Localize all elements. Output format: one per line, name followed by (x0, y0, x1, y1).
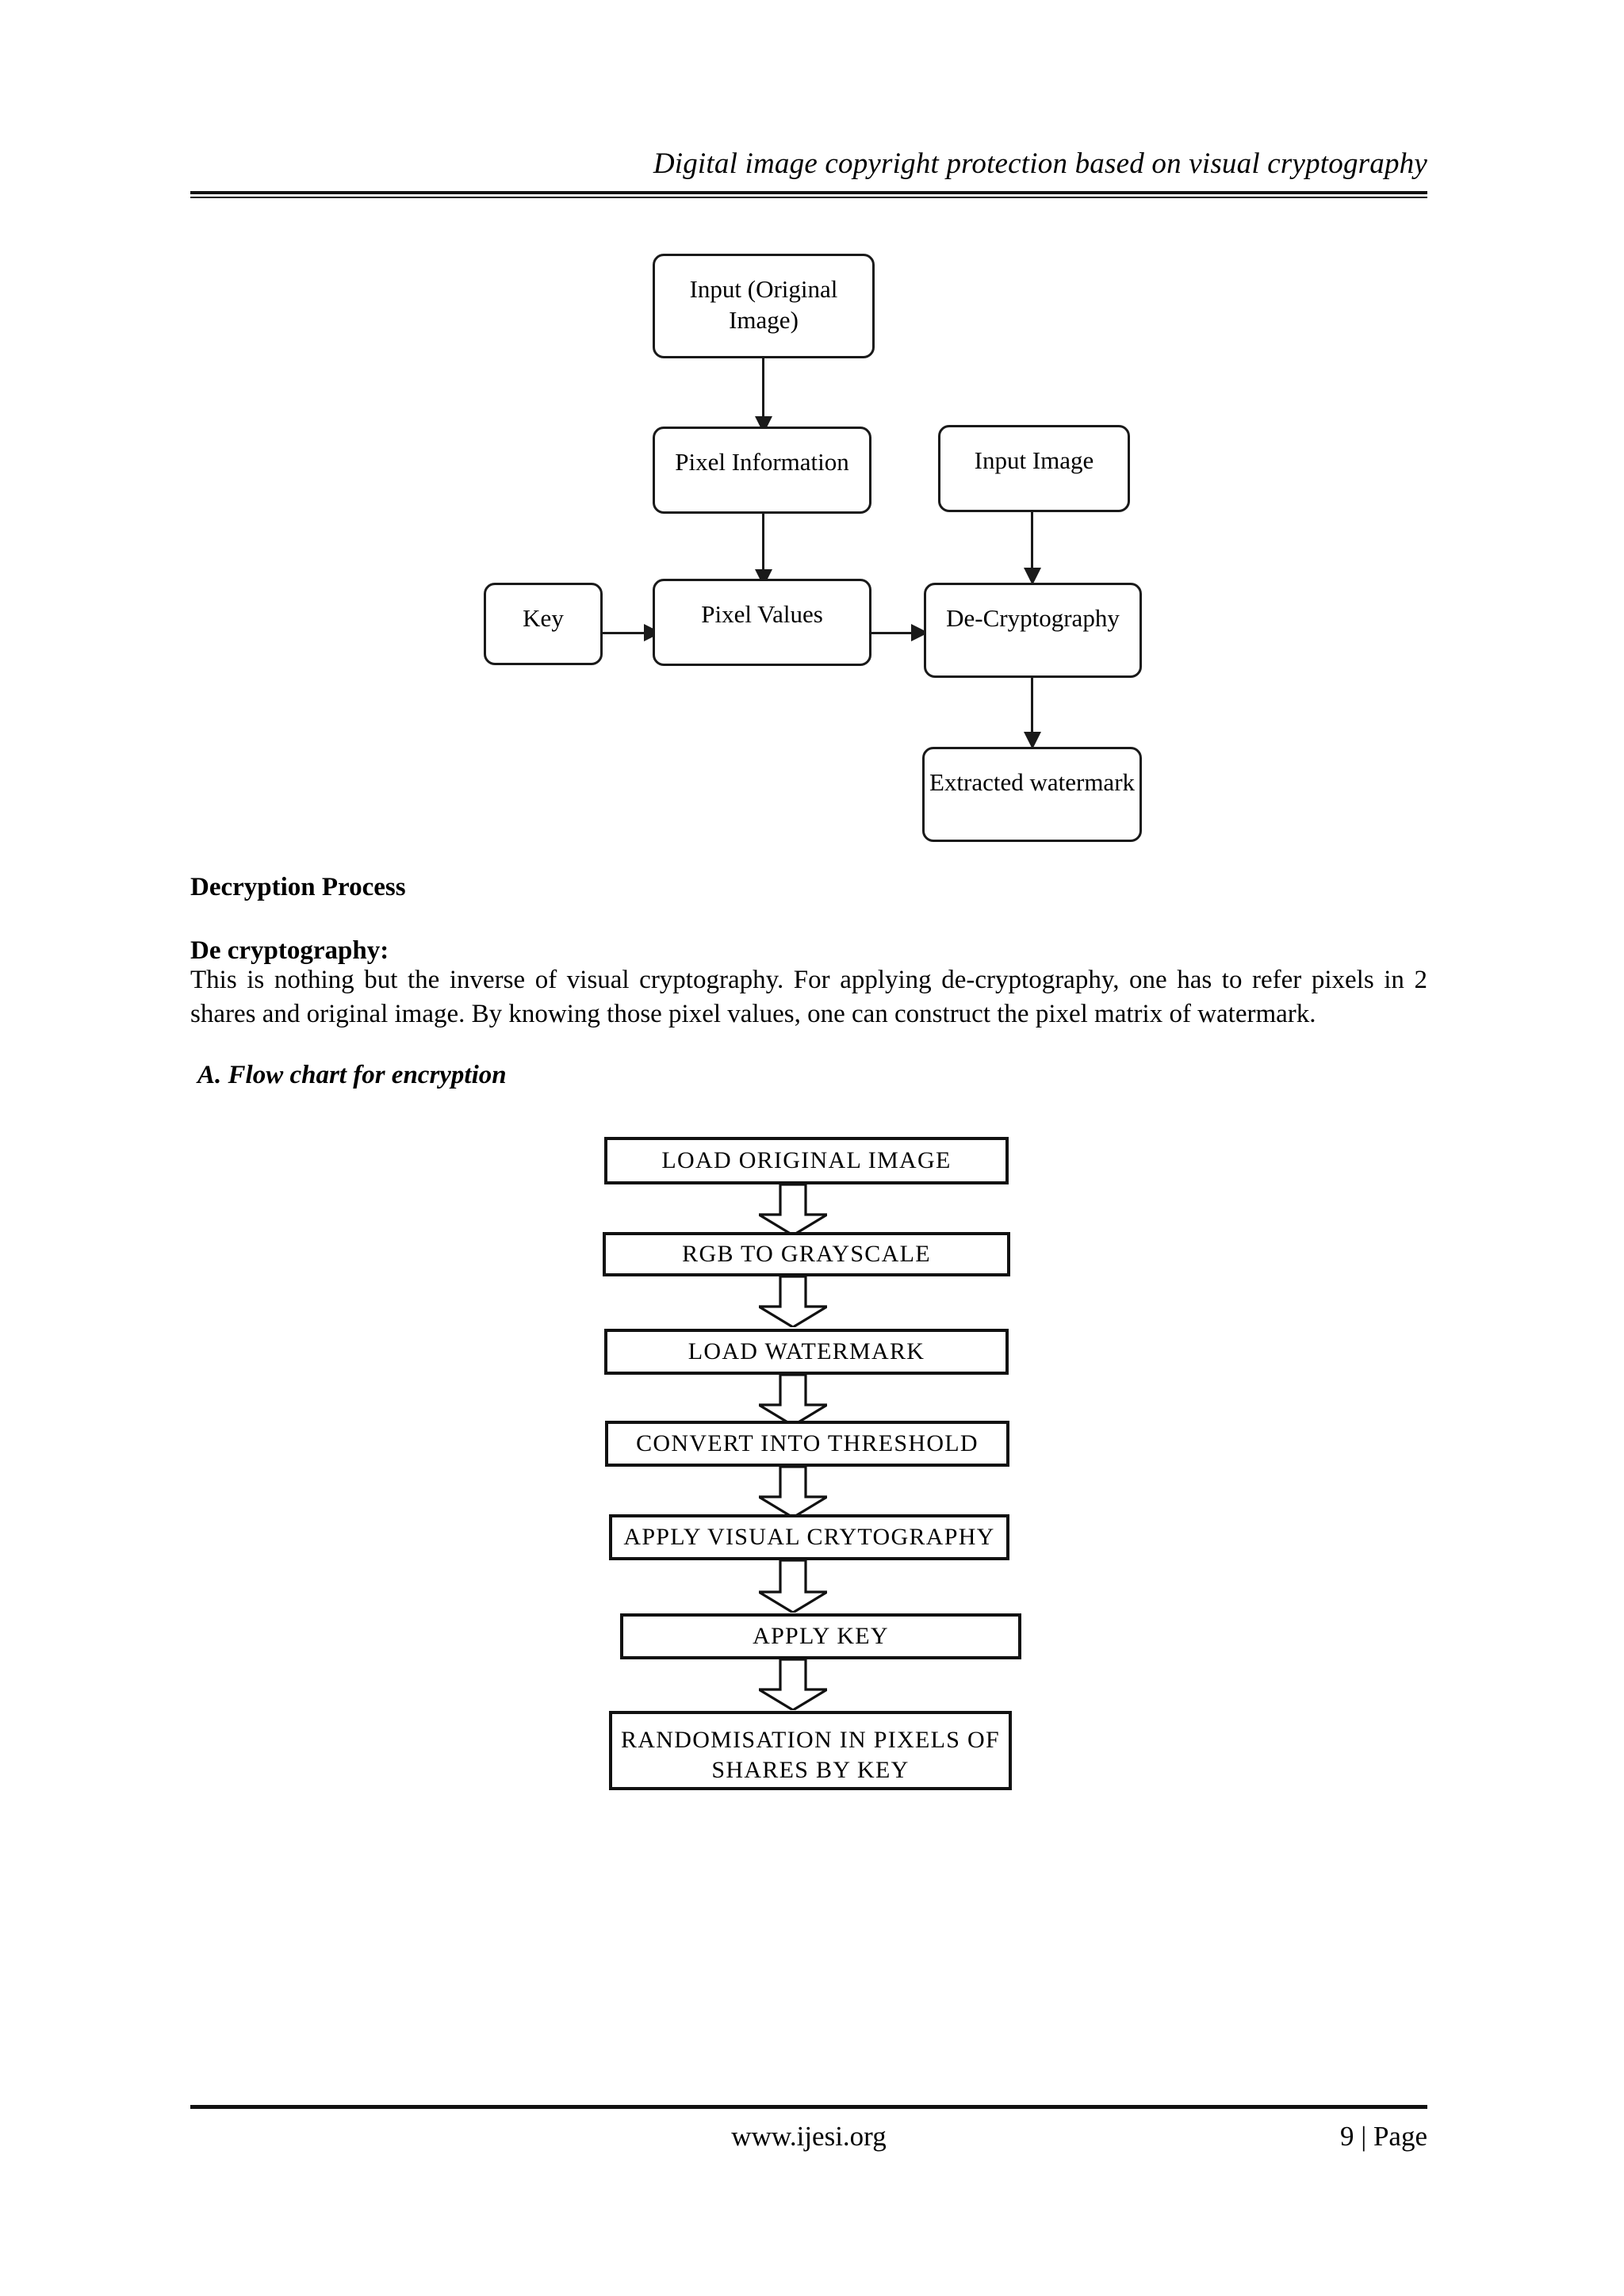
node-pixel-values: Pixel Values (653, 579, 871, 666)
node-key-label: Key (523, 604, 564, 632)
block-arrow-6 (759, 1659, 827, 1710)
step-randomisation-label: RANDOMISATION IN PIXELS OF SHARES BY KEY (621, 1727, 1000, 1783)
step-load-watermark-label: LOAD WATERMARK (688, 1338, 925, 1364)
node-input-original-image-label: Input (Original Image) (689, 275, 838, 334)
node-input-original-image: Input (Original Image) (653, 254, 875, 358)
footer-website: www.ijesi.org (731, 2121, 887, 2152)
heading-flow-chart-for-encryption: A. Flow chart for encryption (197, 1061, 507, 1089)
node-pixel-information: Pixel Information (653, 427, 871, 514)
node-pixel-information-label: Pixel Information (675, 448, 849, 476)
step-apply-key: APPLY KEY (620, 1613, 1021, 1659)
step-apply-key-label: APPLY KEY (753, 1623, 889, 1649)
arrowhead-de-cryptography-to-extracted-watermark (1024, 732, 1041, 749)
node-extracted-watermark-label: Extracted watermark (929, 768, 1136, 796)
header-rule-top (190, 191, 1427, 194)
step-load-original-image: LOAD ORIGINAL IMAGE (604, 1137, 1009, 1184)
connector-pixel-information-to-pixel-values (762, 514, 764, 579)
connector-input-to-pixel-information (762, 358, 764, 426)
block-arrow-4 (759, 1467, 827, 1517)
footer-page-number: 9 | Page (1339, 2121, 1427, 2152)
header-rule-bottom (190, 197, 1427, 198)
block-arrow-1 (759, 1184, 827, 1235)
step-rgb-to-grayscale-label: RGB TO GRAYSCALE (682, 1241, 931, 1267)
node-key: Key (484, 583, 603, 665)
node-extracted-watermark: Extracted watermark (922, 747, 1142, 842)
arrowhead-input-image-to-de-cryptography (1024, 568, 1041, 585)
node-de-cryptography-label: De-Cryptography (946, 604, 1120, 632)
step-load-original-image-label: LOAD ORIGINAL IMAGE (661, 1147, 952, 1173)
step-convert-into-threshold-label: CONVERT INTO THRESHOLD (636, 1430, 979, 1456)
step-apply-visual-crytography-label: APPLY VISUAL CRYTOGRAPHY (623, 1524, 995, 1550)
step-apply-visual-crytography: APPLY VISUAL CRYTOGRAPHY (609, 1514, 1009, 1560)
paragraph-de-cryptography: This is nothing but the inverse of visua… (190, 966, 1427, 1028)
node-pixel-values-label: Pixel Values (701, 600, 823, 628)
node-de-cryptography: De-Cryptography (924, 583, 1142, 678)
step-convert-into-threshold: CONVERT INTO THRESHOLD (605, 1421, 1009, 1467)
step-load-watermark: LOAD WATERMARK (604, 1329, 1009, 1375)
node-input-image: Input Image (938, 425, 1130, 512)
block-arrow-3 (759, 1375, 827, 1425)
step-randomisation-in-pixels-of-shares-by-key: RANDOMISATION IN PIXELS OF SHARES BY KEY (609, 1711, 1012, 1790)
connector-key-to-pixel-values (603, 632, 650, 634)
block-arrow-5 (759, 1560, 827, 1613)
heading-de-cryptography: De cryptography: (190, 936, 389, 965)
connector-pixel-values-to-de-cryptography (871, 632, 917, 634)
block-arrow-2 (759, 1276, 827, 1327)
connector-de-cryptography-to-extracted-watermark (1031, 678, 1033, 741)
running-head-title: Digital image copyright protection based… (653, 147, 1427, 180)
connector-input-image-to-de-cryptography (1031, 512, 1033, 577)
step-rgb-to-grayscale: RGB TO GRAYSCALE (603, 1232, 1010, 1276)
footer-rule (190, 2105, 1427, 2109)
heading-decryption-process: Decryption Process (190, 873, 406, 901)
node-input-image-label: Input Image (974, 446, 1094, 474)
